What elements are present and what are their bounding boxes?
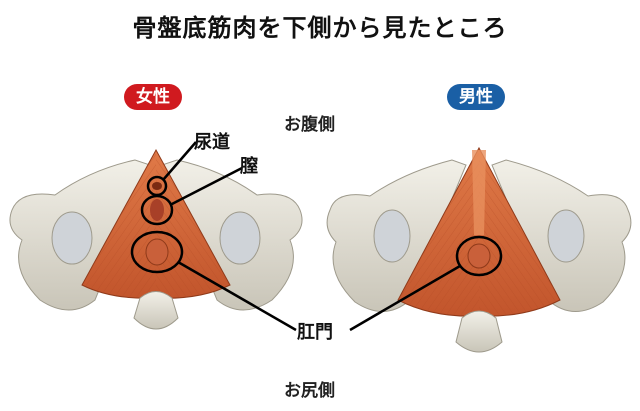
male-obturator-left xyxy=(373,209,411,263)
male-obturator-right xyxy=(547,209,585,263)
female-vagina-opening xyxy=(150,199,164,221)
male-central-ridge xyxy=(472,150,486,235)
urethra-leader-line xyxy=(162,141,197,181)
female-pelvis xyxy=(9,141,303,332)
female-anus-opening xyxy=(145,238,169,266)
male-coccyx xyxy=(455,310,503,353)
front-side-label: お腹側 xyxy=(284,115,335,135)
vagina-label: 膣 xyxy=(240,156,258,177)
urethra-label: 尿道 xyxy=(194,132,230,153)
male-muscle-fibers-right xyxy=(479,148,560,317)
female-muscle-fibers-left xyxy=(82,150,156,299)
male-muscle-fibers-left xyxy=(398,148,479,317)
anus-label: 肛門 xyxy=(297,322,333,343)
male-anus-opening xyxy=(467,243,491,269)
anus-leader-line-male xyxy=(349,264,461,332)
male-anus-marker xyxy=(455,235,503,277)
male-pelvis xyxy=(326,146,632,353)
female-vagina-marker xyxy=(140,194,174,226)
female-urethra-opening xyxy=(152,182,162,190)
female-badge: 女性 xyxy=(124,84,182,110)
female-anus-marker xyxy=(130,230,184,274)
diagram-title: 骨盤底筋肉を下側から見たところ xyxy=(132,13,508,42)
female-muscle-fibers-right xyxy=(156,150,230,299)
anus-leader-line-female xyxy=(177,260,297,332)
female-obturator-right xyxy=(219,211,261,265)
vagina-leader-line xyxy=(169,166,243,207)
female-coccyx xyxy=(133,291,179,330)
back-side-label: お尻側 xyxy=(284,381,335,401)
female-obturator-left xyxy=(51,211,93,265)
male-badge: 男性 xyxy=(447,84,505,110)
